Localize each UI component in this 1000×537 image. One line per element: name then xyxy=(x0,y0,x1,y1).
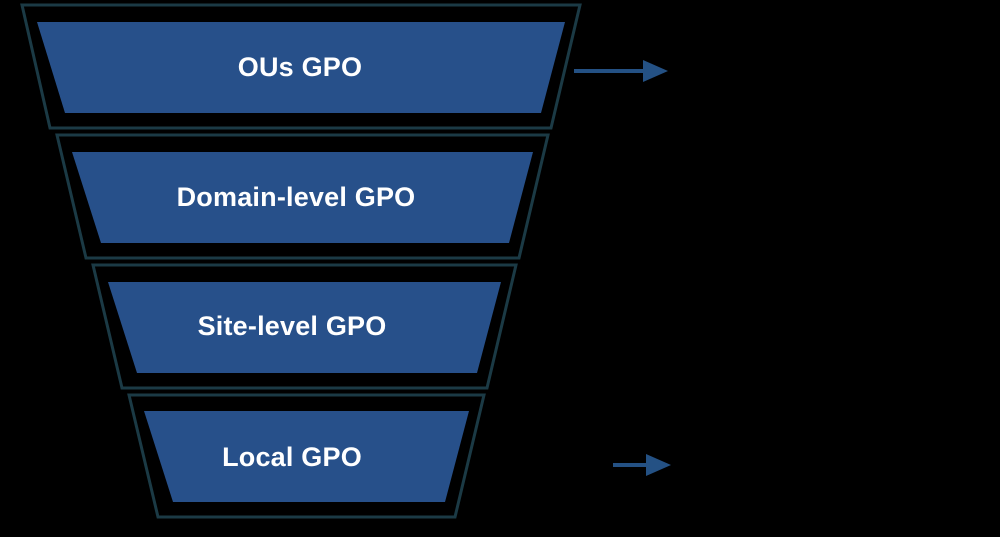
funnel-outline-segment-1 xyxy=(20,3,582,130)
bottom-arrow-icon xyxy=(613,454,671,476)
top-arrow-icon xyxy=(574,60,668,82)
arrows-group xyxy=(574,60,671,476)
top-arrow-head xyxy=(643,60,668,82)
funnel-label-domain-level-gpo: Domain-level GPO xyxy=(177,182,416,212)
funnel-outer-outline-group xyxy=(20,3,582,519)
bottom-arrow-head xyxy=(646,454,671,476)
funnel-outline-segment-4 xyxy=(127,393,486,519)
funnel-labels-group: OUs GPO Domain-level GPO Site-level GPO … xyxy=(177,52,416,472)
funnel-outline-segment-2 xyxy=(55,133,550,260)
funnel-segments-group xyxy=(37,22,565,502)
funnel-label-ous-gpo: OUs GPO xyxy=(238,52,362,82)
funnel-segment-local-gpo[interactable] xyxy=(144,411,469,502)
funnel-segment-site-level-gpo[interactable] xyxy=(108,282,501,373)
funnel-label-local-gpo: Local GPO xyxy=(222,442,362,472)
funnel-outline-segment-3 xyxy=(91,263,518,390)
funnel-segment-ous-gpo[interactable] xyxy=(37,22,565,113)
funnel-label-site-level-gpo: Site-level GPO xyxy=(198,311,387,341)
funnel-segment-domain-level-gpo[interactable] xyxy=(72,152,533,243)
